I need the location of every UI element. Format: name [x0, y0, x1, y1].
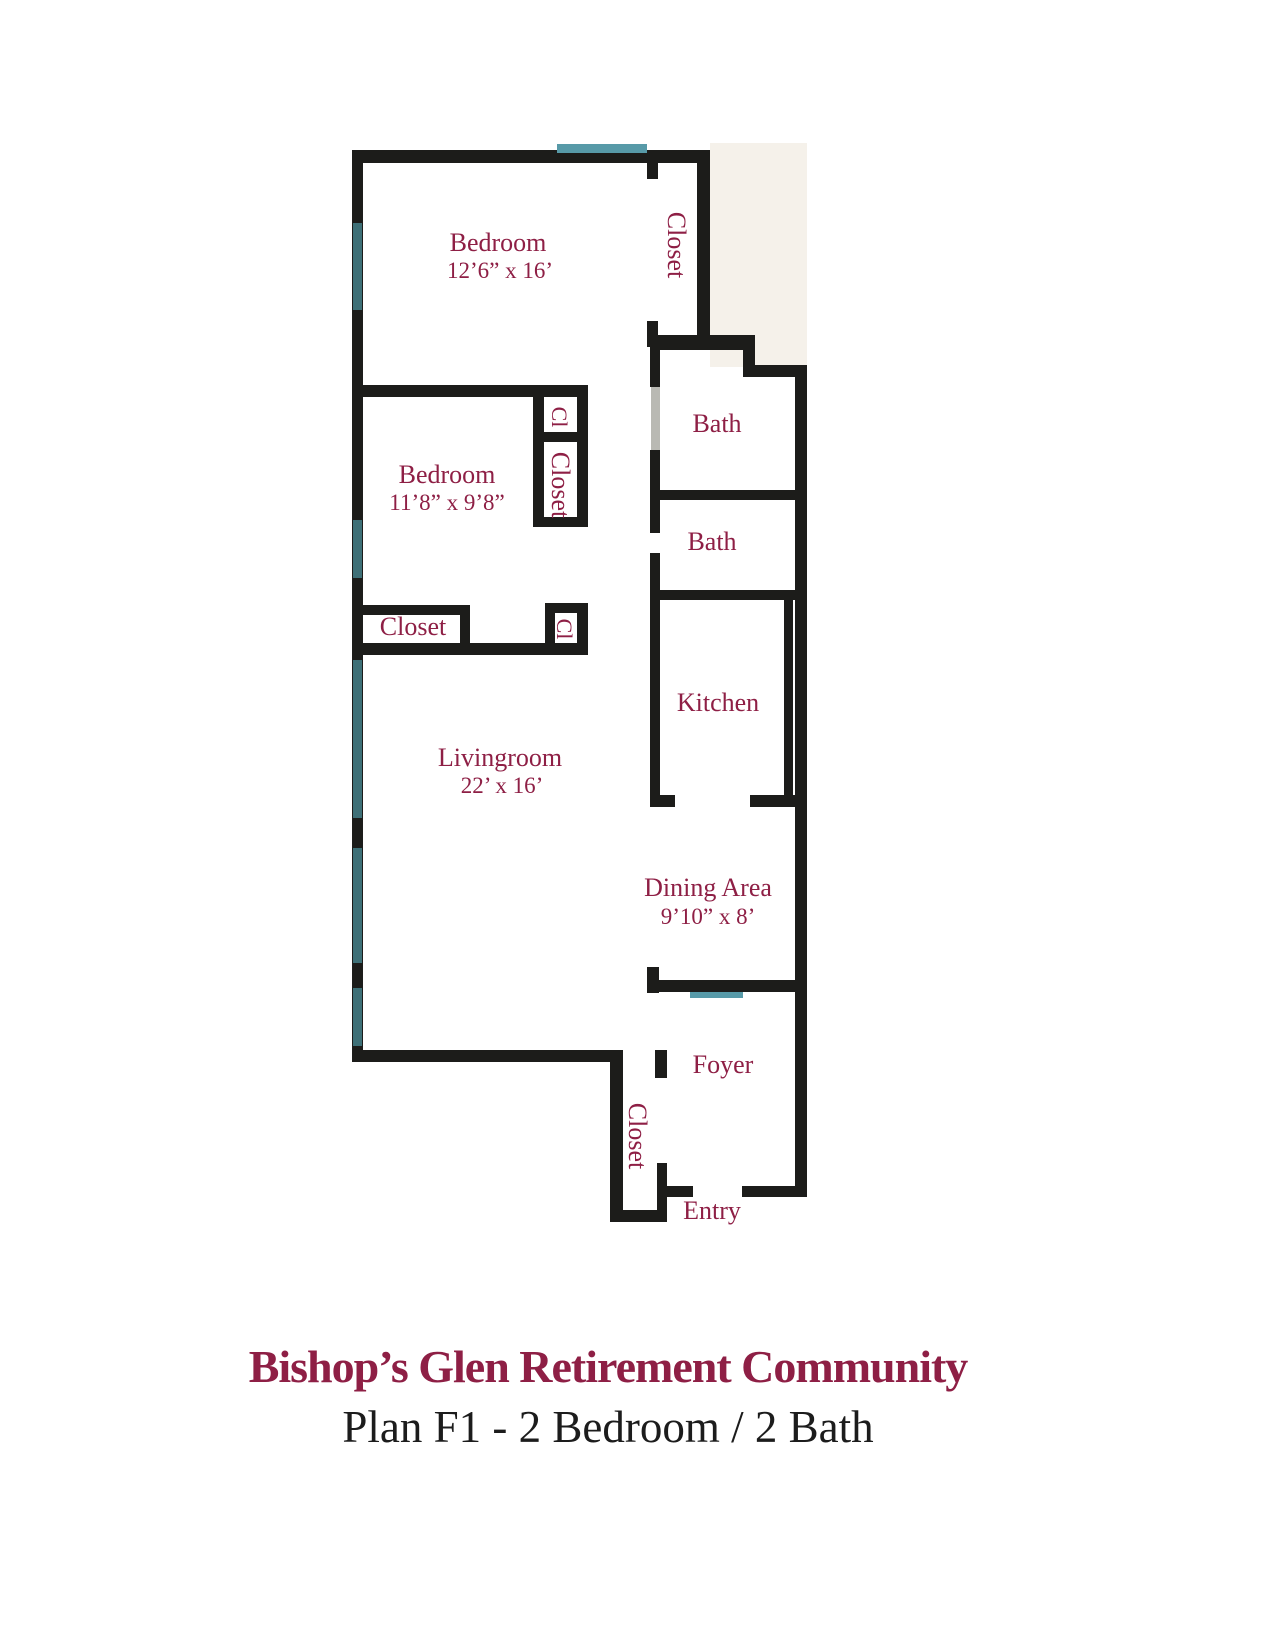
wall [577, 385, 588, 527]
wall [533, 442, 544, 517]
wall-entry-bottom-left [667, 1186, 693, 1197]
room-dims-dining-area: 9’10” x 8’ [660, 904, 756, 929]
wall-livingroom-top [352, 643, 588, 655]
scan-background-patch [710, 143, 807, 367]
wall-closet-top-stub-b [647, 321, 658, 337]
room-label-closet-small-lower: Cl [552, 618, 577, 640]
room-label-bedroom-1: Bedroom [449, 228, 547, 257]
wall-top [352, 150, 710, 163]
wall-bath1-left-b [650, 450, 660, 492]
wall-dining-stub [647, 967, 659, 993]
wall-livingroom-bottom [352, 1050, 623, 1062]
wall-bath1-left-a [650, 338, 660, 387]
room-label-bedroom-2: Bedroom [398, 460, 496, 489]
window-livingroom-a [353, 660, 362, 818]
wall-foyer-closet-bottom [610, 1210, 667, 1222]
wall-foyer-closet-right [657, 1163, 667, 1221]
wall-bath2-left-b [650, 553, 660, 600]
wall-bath1-top [650, 338, 750, 350]
room-dims-bedroom-1: 12’6” x 16’ [446, 258, 554, 283]
window-bedroom1 [353, 223, 362, 310]
wall-kitchen-left [650, 600, 660, 805]
wall-closet-top-stub-a [647, 163, 658, 179]
window-dining-passthrough [690, 992, 743, 998]
wall-dining-foyer [647, 980, 797, 992]
room-label-bath-2: Bath [687, 527, 737, 556]
wall-right-outer [795, 365, 807, 1197]
room-label-kitchen: Kitchen [676, 688, 760, 717]
wall-right-upper [697, 150, 710, 347]
door-bath1 [651, 387, 660, 450]
wall [533, 385, 544, 442]
wall-kitchen-bottom-left [650, 795, 675, 807]
wall [545, 603, 555, 655]
page-title: Bishop’s Glen Retirement Community [248, 1341, 969, 1392]
wall-foyer-closet-stub [655, 1050, 667, 1078]
room-label-dining-area: Dining Area [644, 873, 772, 902]
wall-kitchen-bottom-right [750, 795, 795, 807]
wall-foyer-closet-left [610, 1050, 623, 1222]
wall-left-closet-top [358, 605, 470, 615]
wall [577, 603, 588, 655]
wall-entry-bottom-right [742, 1186, 807, 1197]
wall [545, 603, 588, 613]
room-label-livingroom: Livingroom [437, 743, 563, 772]
wall-kitchen-inner-right [784, 592, 793, 807]
room-dims-livingroom: 22’ x 16’ [460, 773, 544, 798]
window-bedroom2 [353, 520, 362, 578]
room-label-closet-left: Closet [379, 612, 447, 641]
room-label-closet-small-upper: Cl [547, 406, 572, 428]
window-livingroom-c [353, 988, 362, 1046]
window-top [557, 144, 647, 153]
title-block: Bishop’s Glen Retirement Community Plan … [0, 1341, 1216, 1454]
room-dims-bedroom-2: 11’8” x 9’8” [389, 490, 505, 515]
room-label-foyer: Foyer [692, 1050, 754, 1079]
wall-left-closet-right [460, 605, 470, 655]
room-label-closet-top: Closet [662, 211, 691, 279]
room-label-closet-mid: Closet [546, 451, 575, 519]
wall-step-horizontal [743, 365, 807, 377]
wall-bath-divider [650, 490, 795, 500]
room-label-bath-1: Bath [692, 409, 742, 438]
wall-bedroom1-bottom [352, 385, 588, 397]
window-livingroom-b [353, 848, 362, 963]
wall-kitchen-top [650, 590, 795, 600]
wall [533, 517, 588, 527]
wall [533, 432, 588, 442]
wall-bath2-left-a [650, 500, 660, 533]
room-label-closet-foyer: Closet [623, 1102, 652, 1170]
room-label-entry: Entry [683, 1196, 741, 1225]
page-subtitle: Plan F1 - 2 Bedroom / 2 Bath [342, 1401, 874, 1452]
wall-left [352, 150, 363, 1062]
